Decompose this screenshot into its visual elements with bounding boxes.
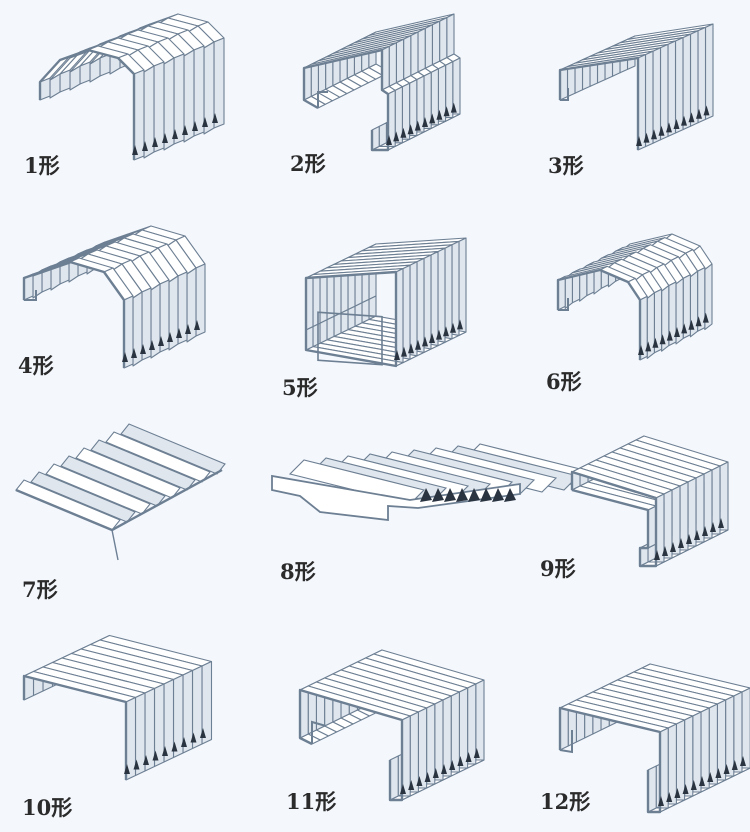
label-shape-1: 1形	[24, 153, 60, 178]
label-shape-3: 3形	[548, 153, 584, 178]
label-shape-6: 6形	[546, 369, 582, 394]
bellows-shape-9	[570, 435, 729, 568]
bellows-shape-7	[15, 423, 226, 561]
label-shape-10: 10形	[22, 795, 73, 820]
label-shape-5: 5形	[282, 375, 318, 400]
label-shape-9: 9形	[540, 556, 576, 581]
bellows-shape-1	[38, 13, 225, 161]
bellows-shape-5	[304, 237, 467, 368]
bellows-shape-11	[298, 649, 485, 802]
bellows-shape-12	[558, 663, 750, 814]
bellows-shape-8	[271, 443, 602, 522]
label-shape-7: 7形	[22, 577, 58, 602]
bellows-shape-6	[556, 233, 713, 361]
label-shape-4: 4形	[18, 353, 54, 378]
label-shape-11: 11形	[286, 789, 337, 814]
bellows-shape-2	[302, 13, 461, 152]
label-shape-8: 8形	[280, 559, 316, 584]
bellows-shape-3	[558, 23, 714, 151]
bellows-shape-10	[22, 634, 213, 781]
label-shape-2: 2形	[290, 151, 326, 176]
bellows-shape-4	[22, 225, 206, 369]
label-shape-12: 12形	[540, 789, 591, 814]
